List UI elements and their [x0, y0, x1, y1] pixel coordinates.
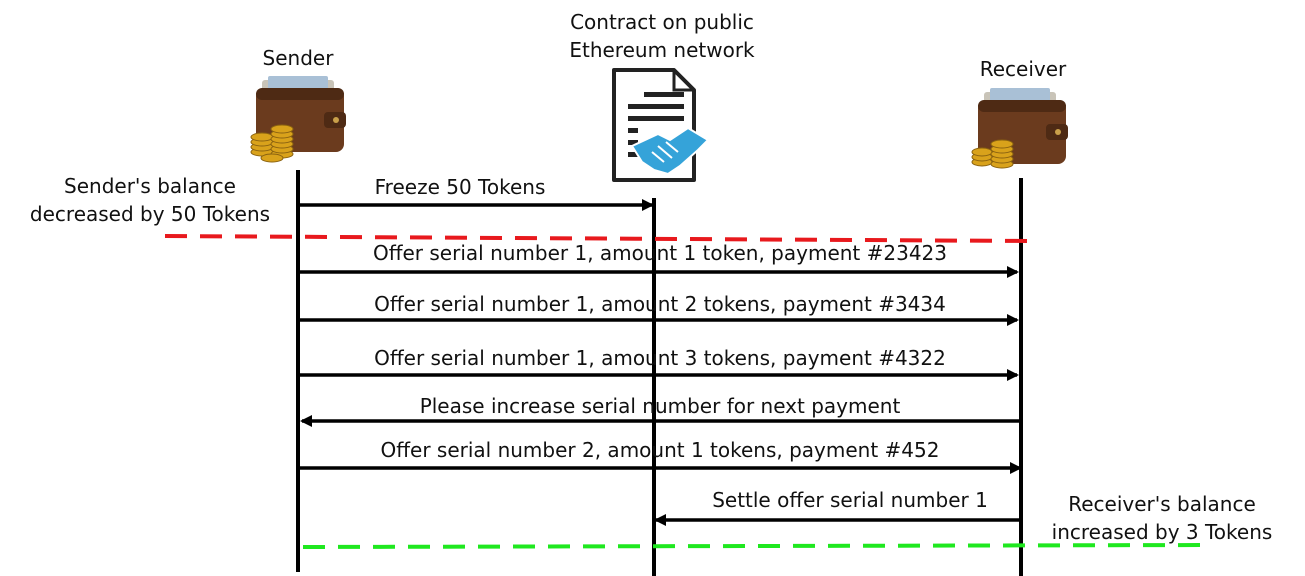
sender-title: Sender: [262, 46, 334, 70]
message-label-offer-2: Offer serial number 1, amount 2 tokens, …: [374, 292, 946, 316]
message-label-offer-3: Offer serial number 1, amount 3 tokens, …: [374, 346, 946, 370]
contract-handshake-icon: [612, 68, 710, 182]
message-label-freeze: Freeze 50 Tokens: [374, 175, 546, 199]
receiver-balance-note-line1: Receiver's balance: [1068, 492, 1256, 516]
green-dashed-separator: [302, 543, 1211, 549]
receiver-balance-note-line2: increased by 3 Tokens: [1051, 520, 1273, 544]
receiver-title: Receiver: [979, 57, 1067, 81]
message-label-offer-serial-2: Offer serial number 2, amount 1 tokens, …: [380, 438, 940, 462]
message-label-settle: Settle offer serial number 1: [712, 488, 988, 512]
contract-title-line2: Ethereum network: [569, 38, 755, 62]
sender-balance-note-line1: Sender's balance: [64, 174, 236, 198]
red-dashed-separator: [164, 234, 1029, 243]
sender-balance-note-line2: decreased by 50 Tokens: [29, 202, 271, 226]
wallet-coins-icon: [250, 76, 346, 163]
message-label-increase-serial: Please increase serial number for next p…: [419, 394, 901, 418]
wallet-coins-icon: [971, 88, 1068, 169]
contract-title-line1: Contract on public: [570, 10, 754, 34]
message-label-offer-1: Offer serial number 1, amount 1 token, p…: [372, 241, 947, 265]
